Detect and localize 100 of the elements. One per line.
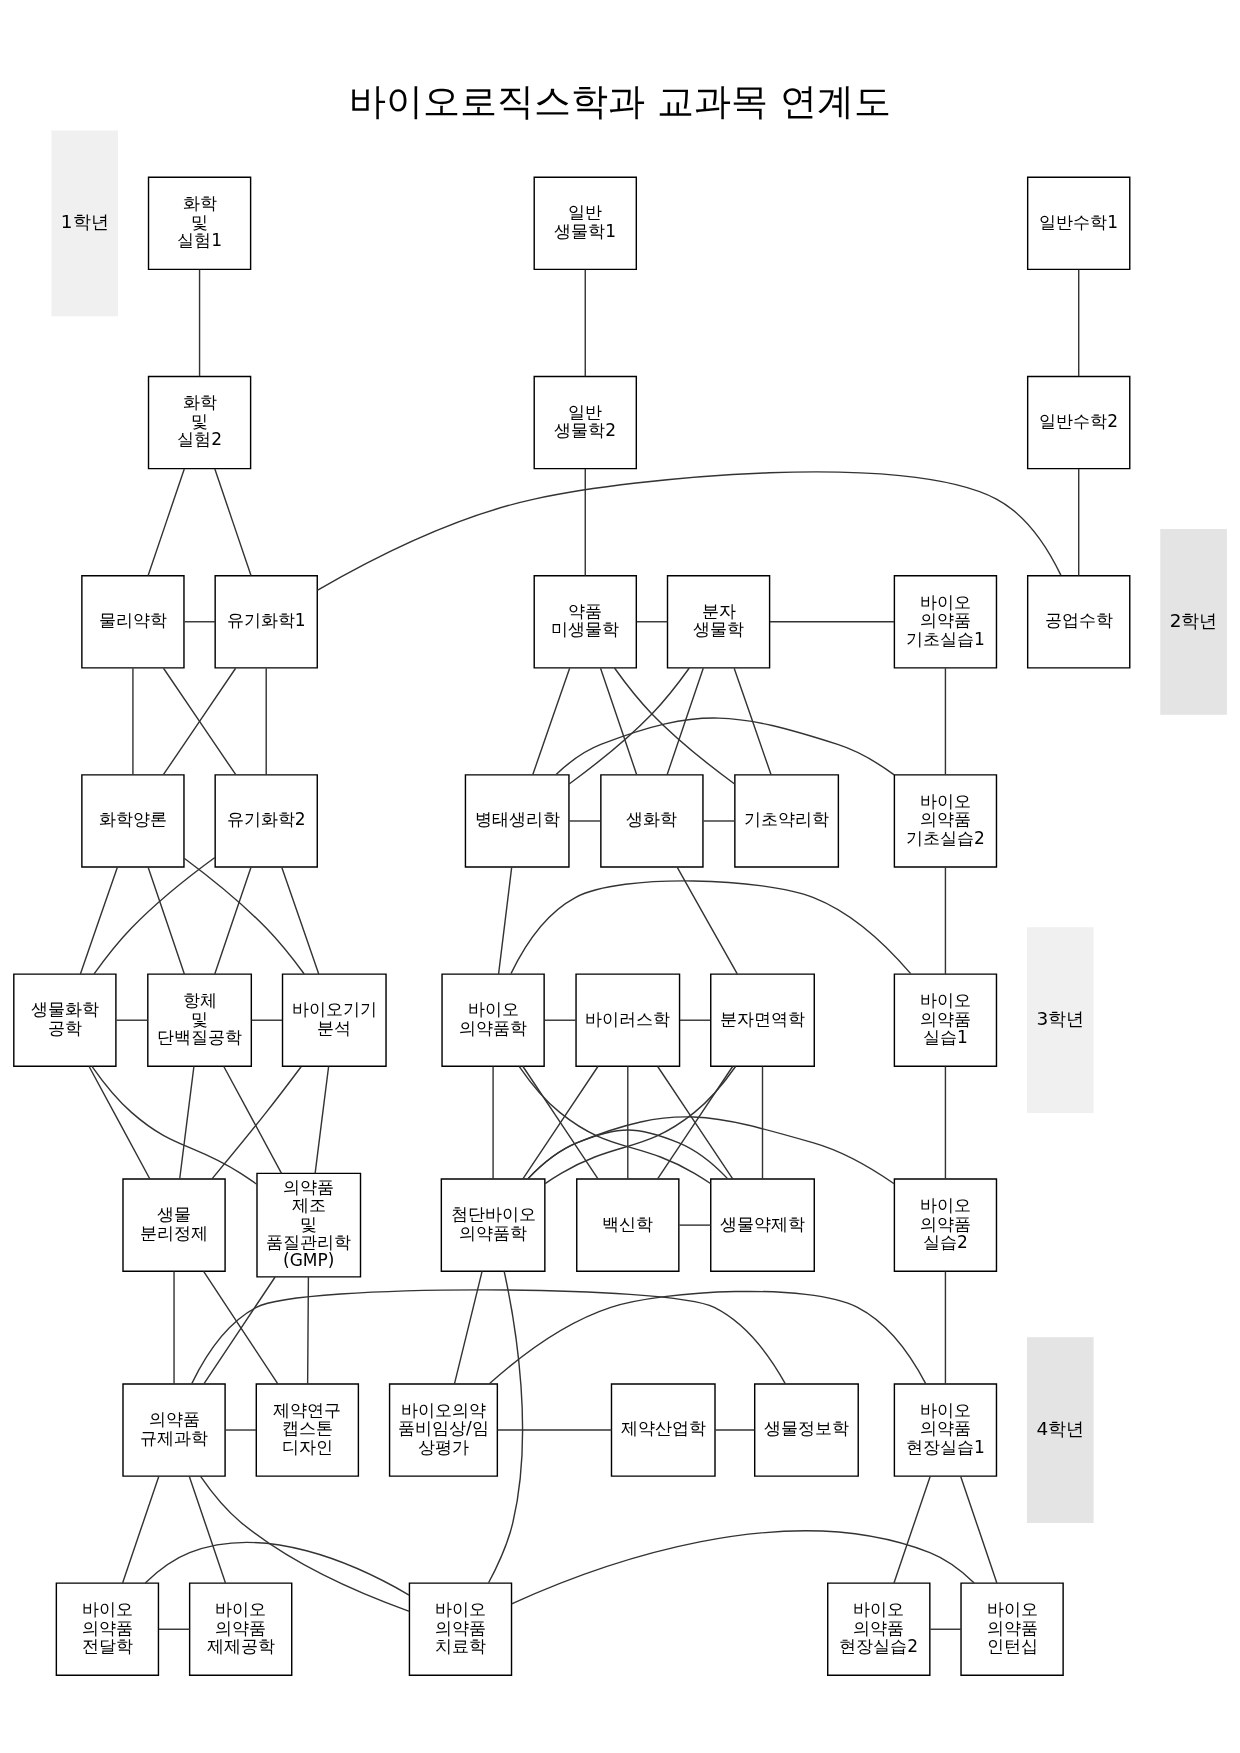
connector bbox=[714, 1428, 756, 1431]
node-box: 바이오 의약품 실습2 bbox=[893, 1177, 998, 1272]
connector bbox=[199, 1474, 411, 1612]
node-box: 화학 및 실험1 bbox=[147, 176, 252, 270]
connector bbox=[702, 819, 736, 822]
connector bbox=[944, 1270, 947, 1385]
connector bbox=[893, 1475, 931, 1584]
node-box: 바이오 의약품 현장실습2 bbox=[827, 1581, 931, 1676]
connector bbox=[488, 1290, 927, 1385]
connector bbox=[158, 1628, 191, 1630]
connector bbox=[555, 716, 895, 776]
node-box: 화학양론 bbox=[81, 773, 185, 868]
connector bbox=[944, 667, 947, 775]
connector bbox=[306, 1275, 310, 1384]
connector bbox=[93, 856, 216, 975]
connector bbox=[1078, 467, 1080, 576]
connector bbox=[281, 866, 320, 975]
node-box: 의약품 규제과학 bbox=[122, 1382, 226, 1477]
connector bbox=[91, 1065, 258, 1185]
connector bbox=[214, 866, 252, 975]
node-box: 유기화학1 bbox=[214, 574, 318, 669]
node-box: 바이오 의약품 인턴십 bbox=[960, 1581, 1064, 1676]
node-box: 바이러스학 bbox=[575, 972, 681, 1067]
node-box: 기초약리학 bbox=[734, 773, 840, 868]
connector bbox=[183, 620, 216, 622]
connector bbox=[144, 1541, 410, 1596]
connector bbox=[522, 1065, 599, 1180]
connector bbox=[173, 1270, 175, 1385]
node-box: 병태생리학 bbox=[464, 773, 570, 868]
connector bbox=[250, 1019, 283, 1021]
node-box: 생물화학 공학 bbox=[13, 972, 117, 1067]
node-box: 일반 생물학1 bbox=[533, 176, 637, 270]
connector bbox=[198, 268, 201, 377]
node-box: 일반수학2 bbox=[1026, 375, 1131, 469]
connector bbox=[492, 1065, 494, 1180]
node-box: 4학년 bbox=[1026, 1336, 1094, 1523]
connector bbox=[132, 667, 134, 775]
connector bbox=[510, 879, 912, 974]
node-box: 일반 생물학2 bbox=[533, 375, 637, 469]
connector bbox=[679, 1019, 711, 1021]
node-box: 의약품 제조 및 품질관리학 (GMP) bbox=[256, 1172, 362, 1278]
connector bbox=[183, 857, 305, 975]
connector bbox=[162, 667, 237, 775]
node-box: 바이오 의약품 치료학 bbox=[408, 1581, 513, 1676]
connector bbox=[636, 620, 669, 622]
node-box: 화학 및 실험2 bbox=[147, 375, 252, 469]
connector bbox=[214, 467, 252, 576]
node-box: 바이오기기 분석 bbox=[281, 972, 387, 1067]
connector bbox=[121, 1475, 160, 1584]
connector bbox=[79, 866, 118, 975]
node-box: 바이오의약 품비임상/임 상평가 bbox=[388, 1382, 499, 1477]
connector bbox=[147, 467, 185, 576]
connector bbox=[224, 1428, 257, 1431]
connector bbox=[944, 866, 947, 975]
node-box: 공업수학 bbox=[1026, 574, 1131, 669]
connector bbox=[211, 1065, 302, 1179]
connector bbox=[613, 666, 736, 785]
connector bbox=[1078, 268, 1080, 377]
node-box: 약품 미생물학 bbox=[533, 574, 637, 669]
node-box: 생물 분리정제 bbox=[122, 1177, 226, 1272]
connector bbox=[733, 667, 772, 775]
connector bbox=[188, 1475, 227, 1584]
node-box: 제약연구 캡스톤 디자인 bbox=[255, 1382, 360, 1477]
node-box: 바이오 의약품 현장실습1 bbox=[893, 1382, 998, 1477]
connector bbox=[314, 1065, 330, 1174]
connector bbox=[265, 667, 267, 775]
connector bbox=[532, 667, 571, 775]
node-box: 제약산업학 bbox=[610, 1382, 716, 1477]
connector bbox=[496, 1428, 613, 1431]
node-box: 생물약제학 bbox=[710, 1177, 815, 1272]
connector bbox=[527, 1115, 895, 1184]
connector bbox=[487, 1270, 524, 1583]
node-box: 생물정보학 bbox=[754, 1382, 859, 1477]
node-box: 백신학 bbox=[576, 1177, 680, 1272]
connector bbox=[223, 1065, 283, 1174]
connector bbox=[678, 1223, 712, 1226]
node-box: 바이오 의약품 전달학 bbox=[55, 1581, 160, 1676]
node-box: 바이오 의약품 실습1 bbox=[893, 972, 998, 1067]
node-box: 첨단바이오 의약품학 bbox=[440, 1177, 546, 1272]
node-box: 일반수학1 bbox=[1026, 176, 1131, 270]
connector bbox=[676, 866, 738, 975]
node-box: 분자 생물학 bbox=[666, 574, 771, 669]
connector bbox=[568, 666, 690, 785]
connector bbox=[960, 1475, 998, 1584]
connector bbox=[179, 1065, 195, 1180]
node-box: 바이오 의약품 기초실습1 bbox=[893, 574, 998, 669]
connector bbox=[518, 1065, 712, 1184]
connector bbox=[761, 1065, 764, 1180]
connector bbox=[543, 1019, 577, 1021]
connector bbox=[584, 268, 586, 377]
connector bbox=[453, 1270, 483, 1385]
node-box: 분자면역학 bbox=[710, 972, 815, 1067]
diagram-title: 바이오로직스학과 교과목 연계도 bbox=[349, 79, 891, 123]
connector bbox=[115, 1019, 149, 1021]
connector bbox=[929, 1628, 962, 1630]
node-box: 2학년 bbox=[1160, 528, 1227, 715]
connector bbox=[147, 866, 186, 975]
connector bbox=[666, 667, 704, 775]
node-box: 바이오 의약품학 bbox=[441, 972, 545, 1067]
connector bbox=[599, 667, 638, 775]
